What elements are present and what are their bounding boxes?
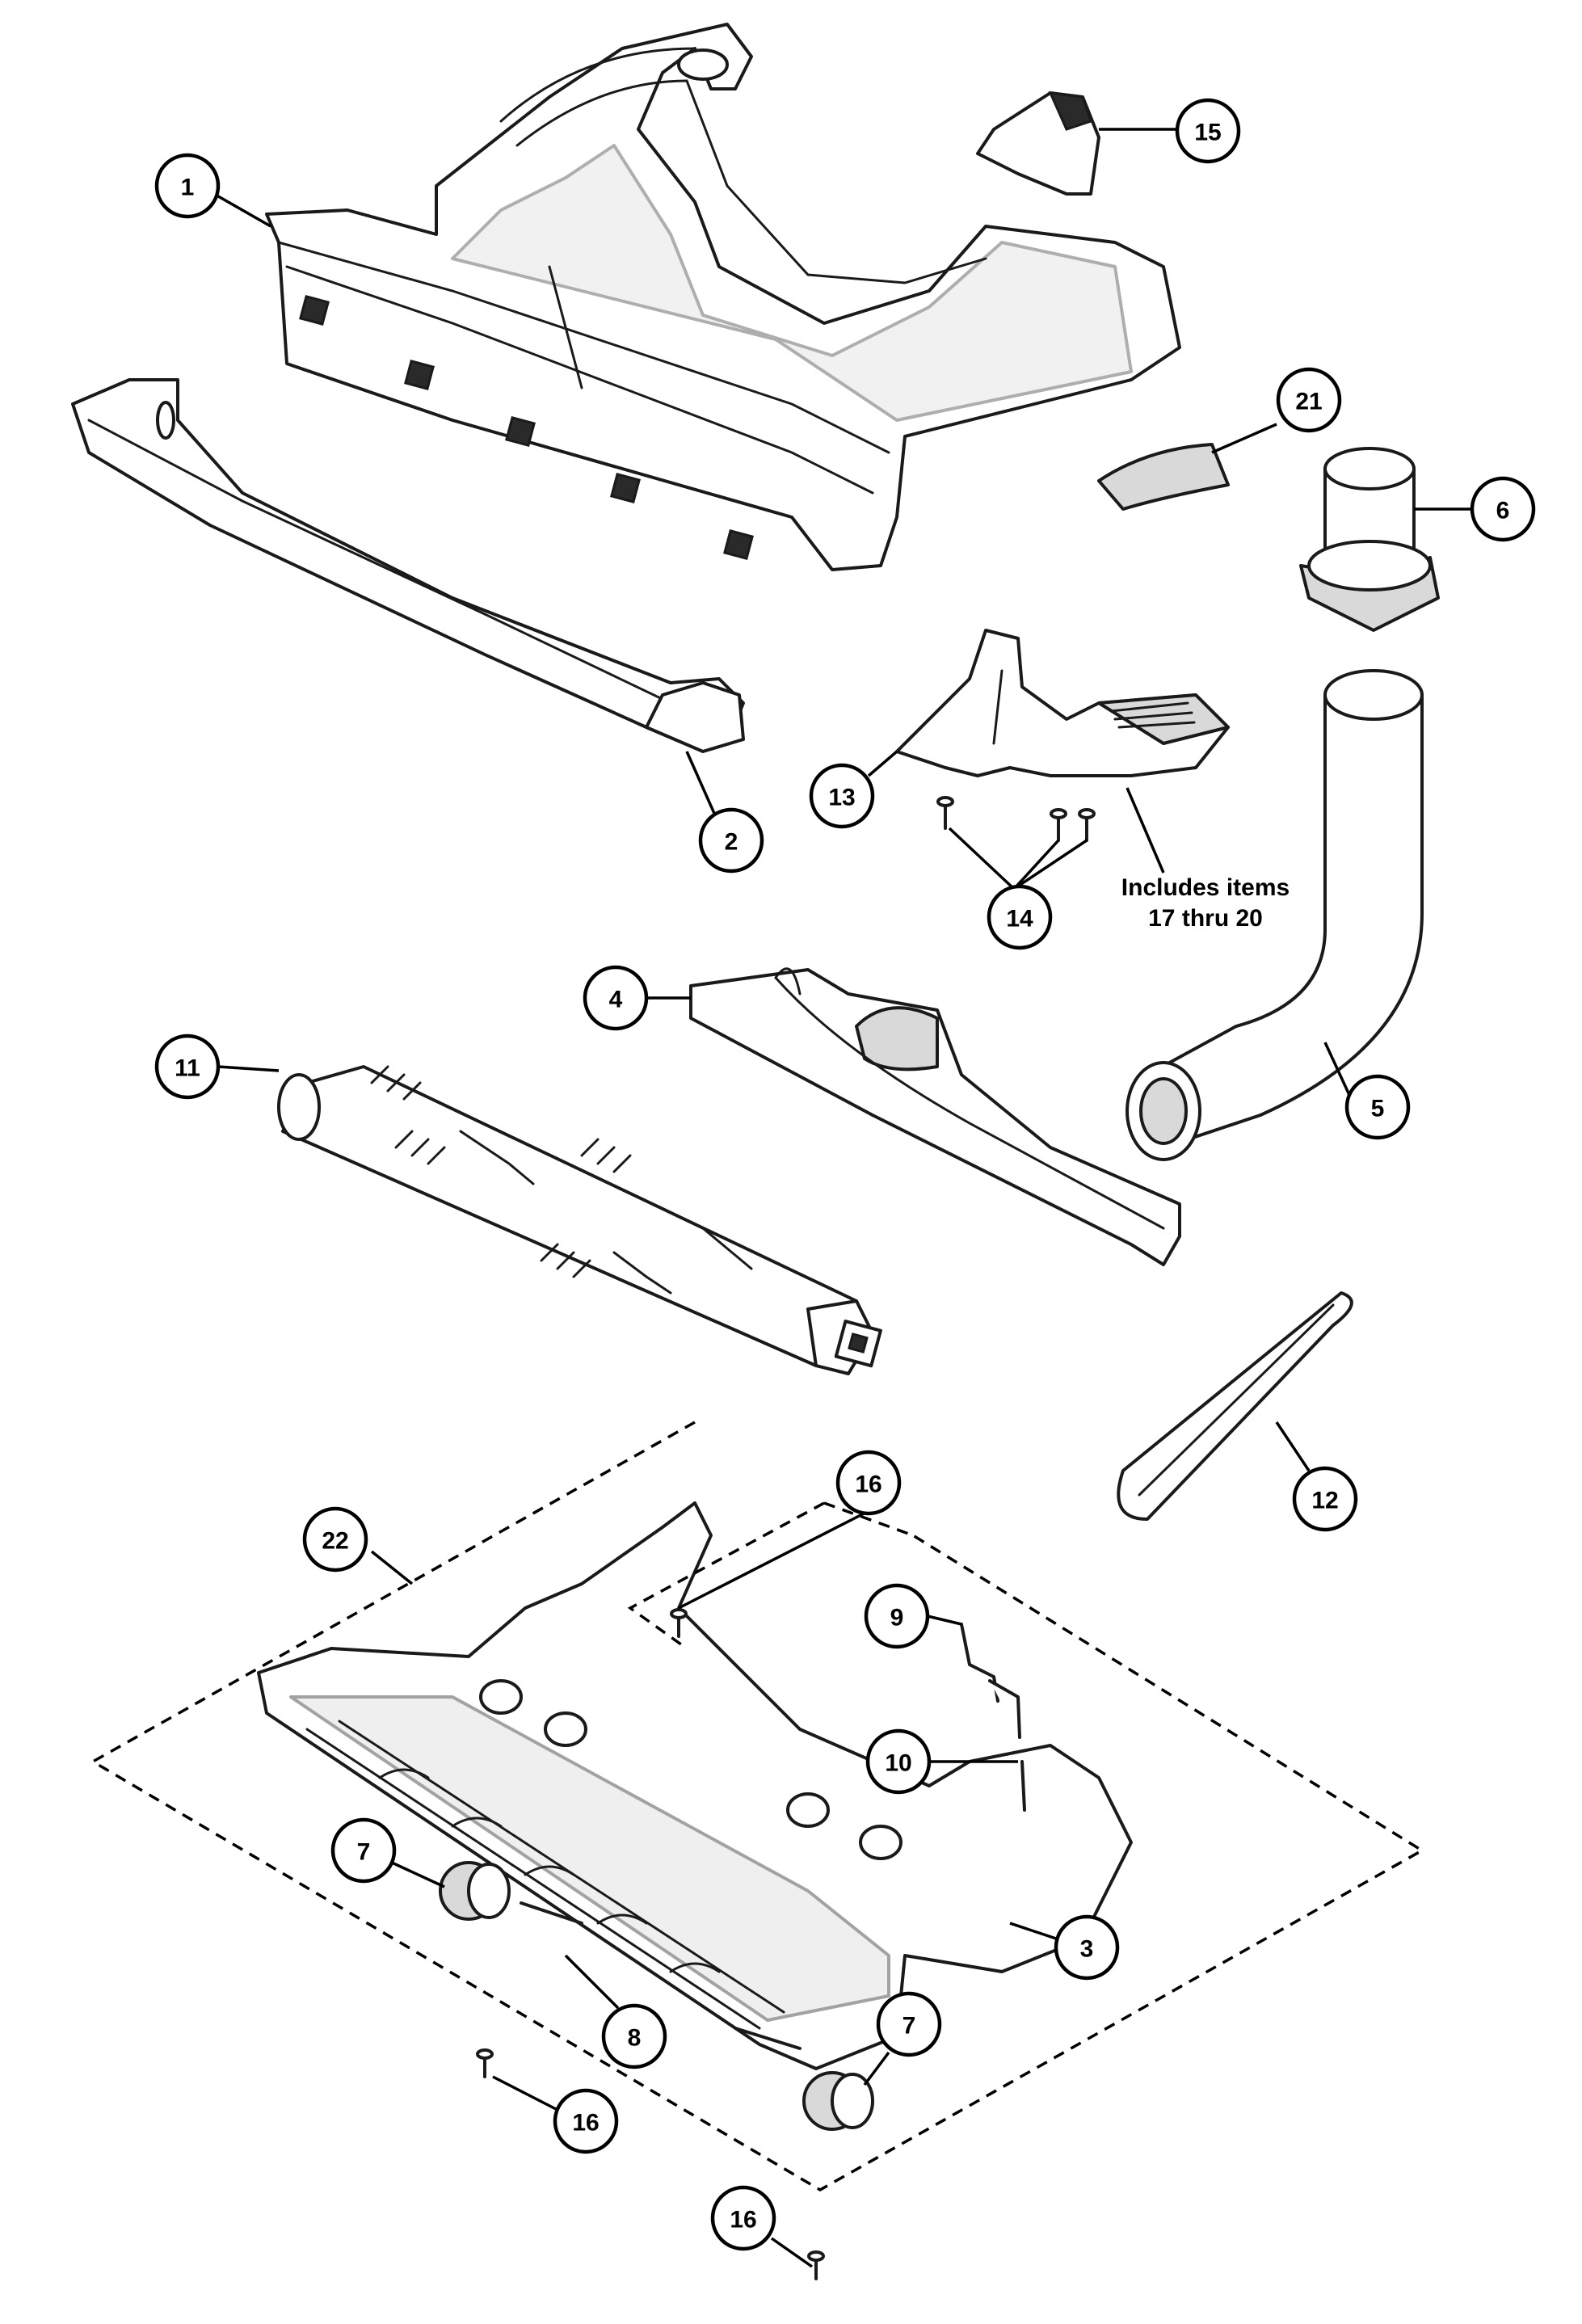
part-small-cap — [976, 91, 1100, 196]
callout-label: 1 — [181, 175, 195, 201]
callout-label: 9 — [890, 1605, 904, 1631]
note-line-1: Includes items — [1121, 874, 1290, 901]
part-belt-guard — [689, 967, 1181, 1266]
part-screws-base — [476, 1608, 825, 2280]
part-connector-cylinder — [1299, 447, 1440, 632]
part-wheel-right — [802, 2071, 874, 2131]
callout-4: 4 — [583, 965, 649, 1031]
leader-lines — [213, 128, 1471, 2268]
callout-label: 8 — [628, 2025, 642, 2052]
callout-label: 5 — [1371, 1096, 1385, 1122]
callout-label: 11 — [175, 1055, 200, 1082]
part-pedal-assembly — [895, 629, 1230, 777]
assembly-boundary-22 — [90, 1421, 1425, 2192]
part-screws — [936, 796, 1096, 842]
callout-label: 16 — [855, 1471, 881, 1498]
callout-16b: 16 — [553, 2088, 619, 2154]
part-wheel-left — [439, 1861, 511, 1921]
part-brushroll — [277, 1065, 882, 1375]
note-line-2: 17 thru 20 — [1148, 905, 1263, 932]
part-curved-pad — [1097, 443, 1230, 511]
callout-label: 16 — [730, 2207, 756, 2233]
callout-7a: 7 — [330, 1817, 397, 1884]
callout-label: 16 — [572, 2110, 599, 2137]
part-pins — [960, 1623, 1026, 1812]
callout-label: 10 — [885, 1750, 911, 1777]
includes-items-note: Includes items 17 thru 20 — [1121, 874, 1290, 932]
callout-label: 2 — [725, 829, 738, 856]
callout-label: 13 — [828, 785, 855, 811]
callout-label: 7 — [902, 2013, 916, 2040]
callout-label: 7 — [357, 1839, 371, 1866]
part-belt — [1117, 1291, 1353, 1521]
callout-22: 22 — [302, 1506, 368, 1572]
callout-15: 15 — [1175, 98, 1241, 164]
callout-12: 12 — [1292, 1466, 1358, 1532]
callout-3: 3 — [1054, 1914, 1120, 1981]
callout-7b: 7 — [876, 1991, 942, 2057]
callout-label: 15 — [1194, 120, 1221, 146]
callout-label: 14 — [1006, 906, 1033, 933]
callout-label: 3 — [1080, 1936, 1094, 1963]
callout-5: 5 — [1344, 1074, 1411, 1140]
callout-9: 9 — [864, 1583, 930, 1649]
part-base-plate — [257, 1501, 1133, 2070]
callout-11: 11 — [154, 1034, 221, 1100]
callout-6: 6 — [1470, 476, 1536, 542]
part-axles — [520, 1901, 802, 2050]
callout-1: 1 — [154, 153, 221, 219]
part-curved-hose — [1125, 669, 1424, 1161]
callout-label: 4 — [609, 987, 623, 1013]
callout-10: 10 — [865, 1728, 932, 1795]
callout-14: 14 — [987, 884, 1053, 950]
part-hood-cover — [265, 23, 1181, 571]
callout-label: 6 — [1496, 498, 1510, 524]
callout-13: 13 — [809, 763, 875, 829]
callout-label: 22 — [322, 1528, 348, 1555]
part-bumper-strip — [71, 378, 745, 753]
callout-21: 21 — [1276, 367, 1342, 433]
callout-label: 21 — [1295, 389, 1322, 415]
callout-16a: 16 — [835, 1450, 902, 1516]
callout-label: 12 — [1311, 1488, 1338, 1514]
callout-2: 2 — [698, 807, 764, 874]
callout-8: 8 — [601, 2003, 667, 2069]
callout-16c: 16 — [710, 2185, 776, 2251]
